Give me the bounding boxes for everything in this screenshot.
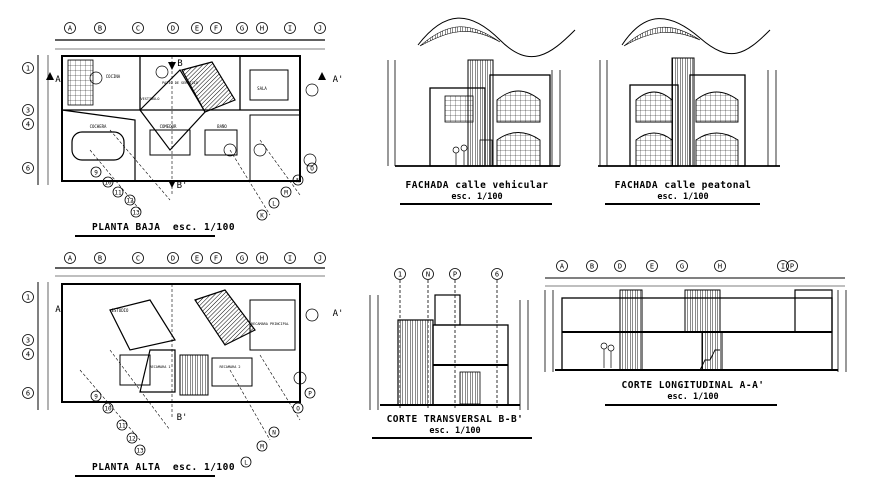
facade-vehicular-underline: [400, 203, 552, 205]
upper-floor-underline: [75, 475, 215, 477]
facade-vehicular-scale: esc. 1/100: [451, 192, 503, 202]
longitudinal-section-title: CORTE LONGITUDINAL A-A': [621, 380, 765, 391]
facade-vehicular-caption: FACHADA calle vehicular esc. 1/100: [402, 180, 552, 202]
facade-pedestrian-caption: FACHADA calle peatonal esc. 1/100: [608, 180, 758, 202]
car-symbol: [71, 131, 125, 161]
upper-floor-caption: PLANTA ALTA esc. 1/100: [92, 462, 235, 473]
transversal-section-underline: [372, 437, 532, 439]
ground-floor-top-axes: [55, 22, 326, 50]
ground-floor-scale: esc. 1/100: [172, 222, 236, 233]
facade-pedestrian-elevation: [598, 18, 780, 167]
facade-pedestrian-title: FACHADA calle peatonal: [614, 180, 752, 191]
ground-floor-title: PLANTA BAJA: [92, 222, 161, 233]
ground-floor-left-axes: [22, 55, 49, 185]
ground-floor-underline: [75, 235, 215, 237]
transversal-section-scale: esc. 1/100: [429, 426, 481, 436]
ground-floor-caption: PLANTA BAJA esc. 1/100: [92, 222, 235, 233]
section-arrows: [46, 62, 326, 188]
transversal-section-caption: CORTE TRANSVERSAL B-B' esc. 1/100: [380, 414, 530, 436]
ground-floor-stairs: [139, 61, 236, 151]
upper-floor-title: PLANTA ALTA: [92, 462, 161, 473]
facade-pedestrian-scale: esc. 1/100: [657, 192, 709, 202]
facade-pedestrian-underline: [605, 203, 760, 205]
ground-floor-outline: [61, 55, 301, 182]
ground-floor-plan: [22, 22, 326, 221]
longitudinal-section-caption: CORTE LONGITUDINAL A-A' esc. 1/100: [618, 380, 768, 402]
longitudinal-section-scale: esc. 1/100: [667, 392, 719, 402]
longitudinal-section: [544, 260, 847, 372]
longitudinal-section-underline: [605, 404, 777, 406]
diagonal-grid-lines: [89, 56, 301, 216]
upper-floor-plan: [22, 252, 326, 468]
transversal-section-title: CORTE TRANSVERSAL B-B': [386, 414, 524, 425]
transversal-section: [369, 268, 529, 410]
facade-vehicular-elevation: [387, 17, 576, 167]
upper-floor-scale: esc. 1/100: [172, 462, 236, 473]
plant-symbols: [89, 65, 319, 167]
facade-vehicular-title: FACHADA calle vehicular: [405, 180, 549, 191]
dining-table: [149, 129, 191, 156]
